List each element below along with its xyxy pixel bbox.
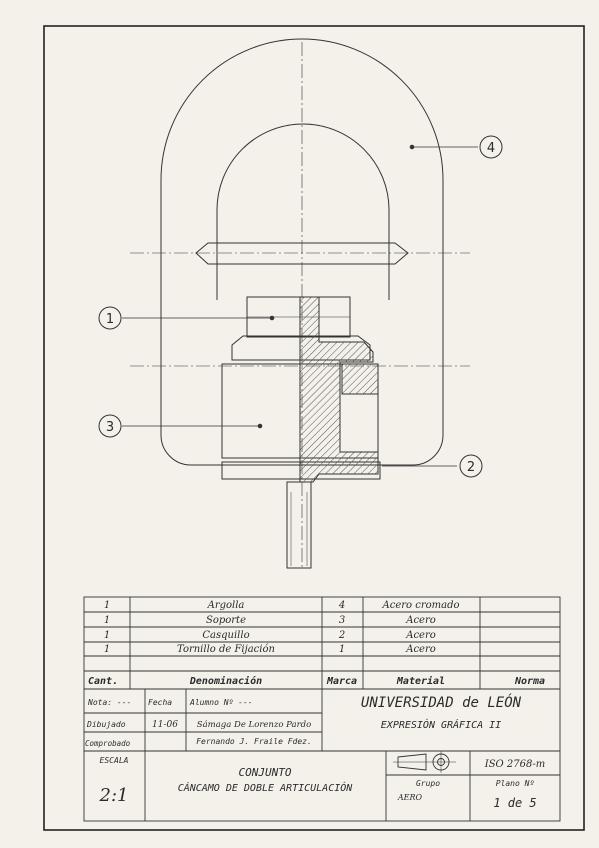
- hatched-section: [299, 296, 379, 483]
- escala-value: 2:1: [99, 785, 129, 806]
- part-row-4-qty: 1: [104, 644, 110, 655]
- title-block: [83, 688, 561, 822]
- header-qty: Cant.: [88, 676, 118, 687]
- part-row-2-name: Soporte: [206, 615, 246, 626]
- subject-name: EXPRESIÓN GRÁFICA II: [381, 718, 501, 731]
- part-row-4-material: Acero: [405, 644, 436, 655]
- part-row-3-mark: 2: [338, 630, 345, 641]
- part-row-1-material: Acero cromado: [382, 600, 460, 611]
- part-row-1-name: Argolla: [207, 600, 245, 611]
- callout-balloons: 1 2 3 4: [98, 135, 503, 478]
- dibujado-fecha: 11-06: [152, 720, 178, 730]
- collar: [195, 242, 409, 265]
- drawing-title-line2: CÁNCAMO DE DOBLE ARTICULACIÓN: [178, 781, 354, 794]
- drawing-title-line1: CONJUNTO: [239, 766, 292, 779]
- dibujado-label: Dibujado: [86, 720, 126, 729]
- fecha-label: Fecha: [148, 698, 172, 707]
- washer: [231, 335, 371, 361]
- plano-value: 1 de 5: [493, 796, 536, 810]
- part-row-3-qty: 1: [104, 630, 110, 641]
- callout-1: 1: [106, 312, 114, 327]
- header-material: Material: [396, 675, 445, 687]
- part-row-3-name: Casquillo: [202, 630, 249, 641]
- projection-symbol-icon: [393, 751, 456, 773]
- dibujado-nombre: Sámaga De Lorenzo Pardo: [197, 719, 311, 730]
- alumno-label: Alumno Nº ---: [189, 698, 253, 707]
- sheet-frame: [43, 25, 585, 831]
- part-row-3-material: Acero: [405, 630, 436, 641]
- part-row-1-mark: 4: [338, 600, 345, 611]
- grupo-value: AERO: [397, 793, 423, 802]
- nota-label: Nota: ---: [87, 698, 131, 707]
- callout-3: 3: [106, 420, 114, 435]
- callout-2: 2: [467, 460, 475, 475]
- callout-4: 4: [487, 141, 495, 156]
- iso-norm: ISO 2768-m: [484, 759, 546, 770]
- grupo-label: Grupo: [416, 779, 440, 788]
- escala-label: ESCALA: [100, 756, 129, 765]
- hatched-block: [341, 363, 379, 395]
- part-row-4-mark: 1: [339, 644, 345, 655]
- part-row-1-qty: 1: [104, 600, 110, 611]
- part-row-2-mark: 3: [339, 615, 345, 626]
- comprobado-nombre: Fernando J. Fraile Fdez.: [196, 737, 312, 746]
- ring-inner-outline: [216, 123, 390, 300]
- part-row-4-name: Tornillo de Fijación: [177, 644, 275, 655]
- university-name: UNIVERSIDAD de LEÓN: [361, 693, 522, 711]
- comprobado-label: Comprobado: [85, 739, 131, 748]
- header-norm: Norma: [514, 676, 545, 687]
- header-name: Denominación: [189, 675, 262, 687]
- part-row-2-qty: 1: [104, 615, 110, 626]
- ring-outer-outline: [160, 38, 444, 466]
- screw-shank: [286, 481, 312, 569]
- part-row-2-material: Acero: [405, 615, 436, 626]
- assembly-drawing: [122, 38, 478, 570]
- plano-label: Plano Nº: [496, 779, 535, 788]
- header-mark: Marca: [326, 676, 357, 687]
